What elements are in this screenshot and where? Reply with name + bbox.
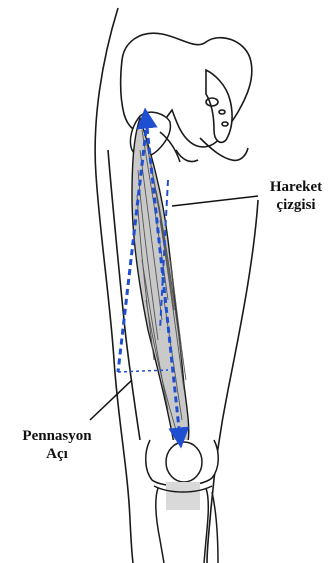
cartilage: [166, 482, 200, 510]
pennation-angle-label: Pennasyon Açı: [2, 427, 112, 463]
muscle-belly: [132, 118, 189, 444]
fibula: [212, 492, 218, 563]
motion-line-label: Hareket çizgisi: [256, 178, 334, 214]
pennation-label-leader: [90, 380, 132, 420]
motion-label-leader: [172, 196, 258, 206]
motion-line-label-line2: çizgisi: [256, 196, 334, 214]
motion-line-label-line1: Hareket: [256, 178, 334, 196]
pennation-angle-label-line1: Pennasyon: [2, 427, 112, 445]
patella: [166, 442, 202, 482]
pennation-angle-label-line2: Açı: [2, 445, 112, 463]
